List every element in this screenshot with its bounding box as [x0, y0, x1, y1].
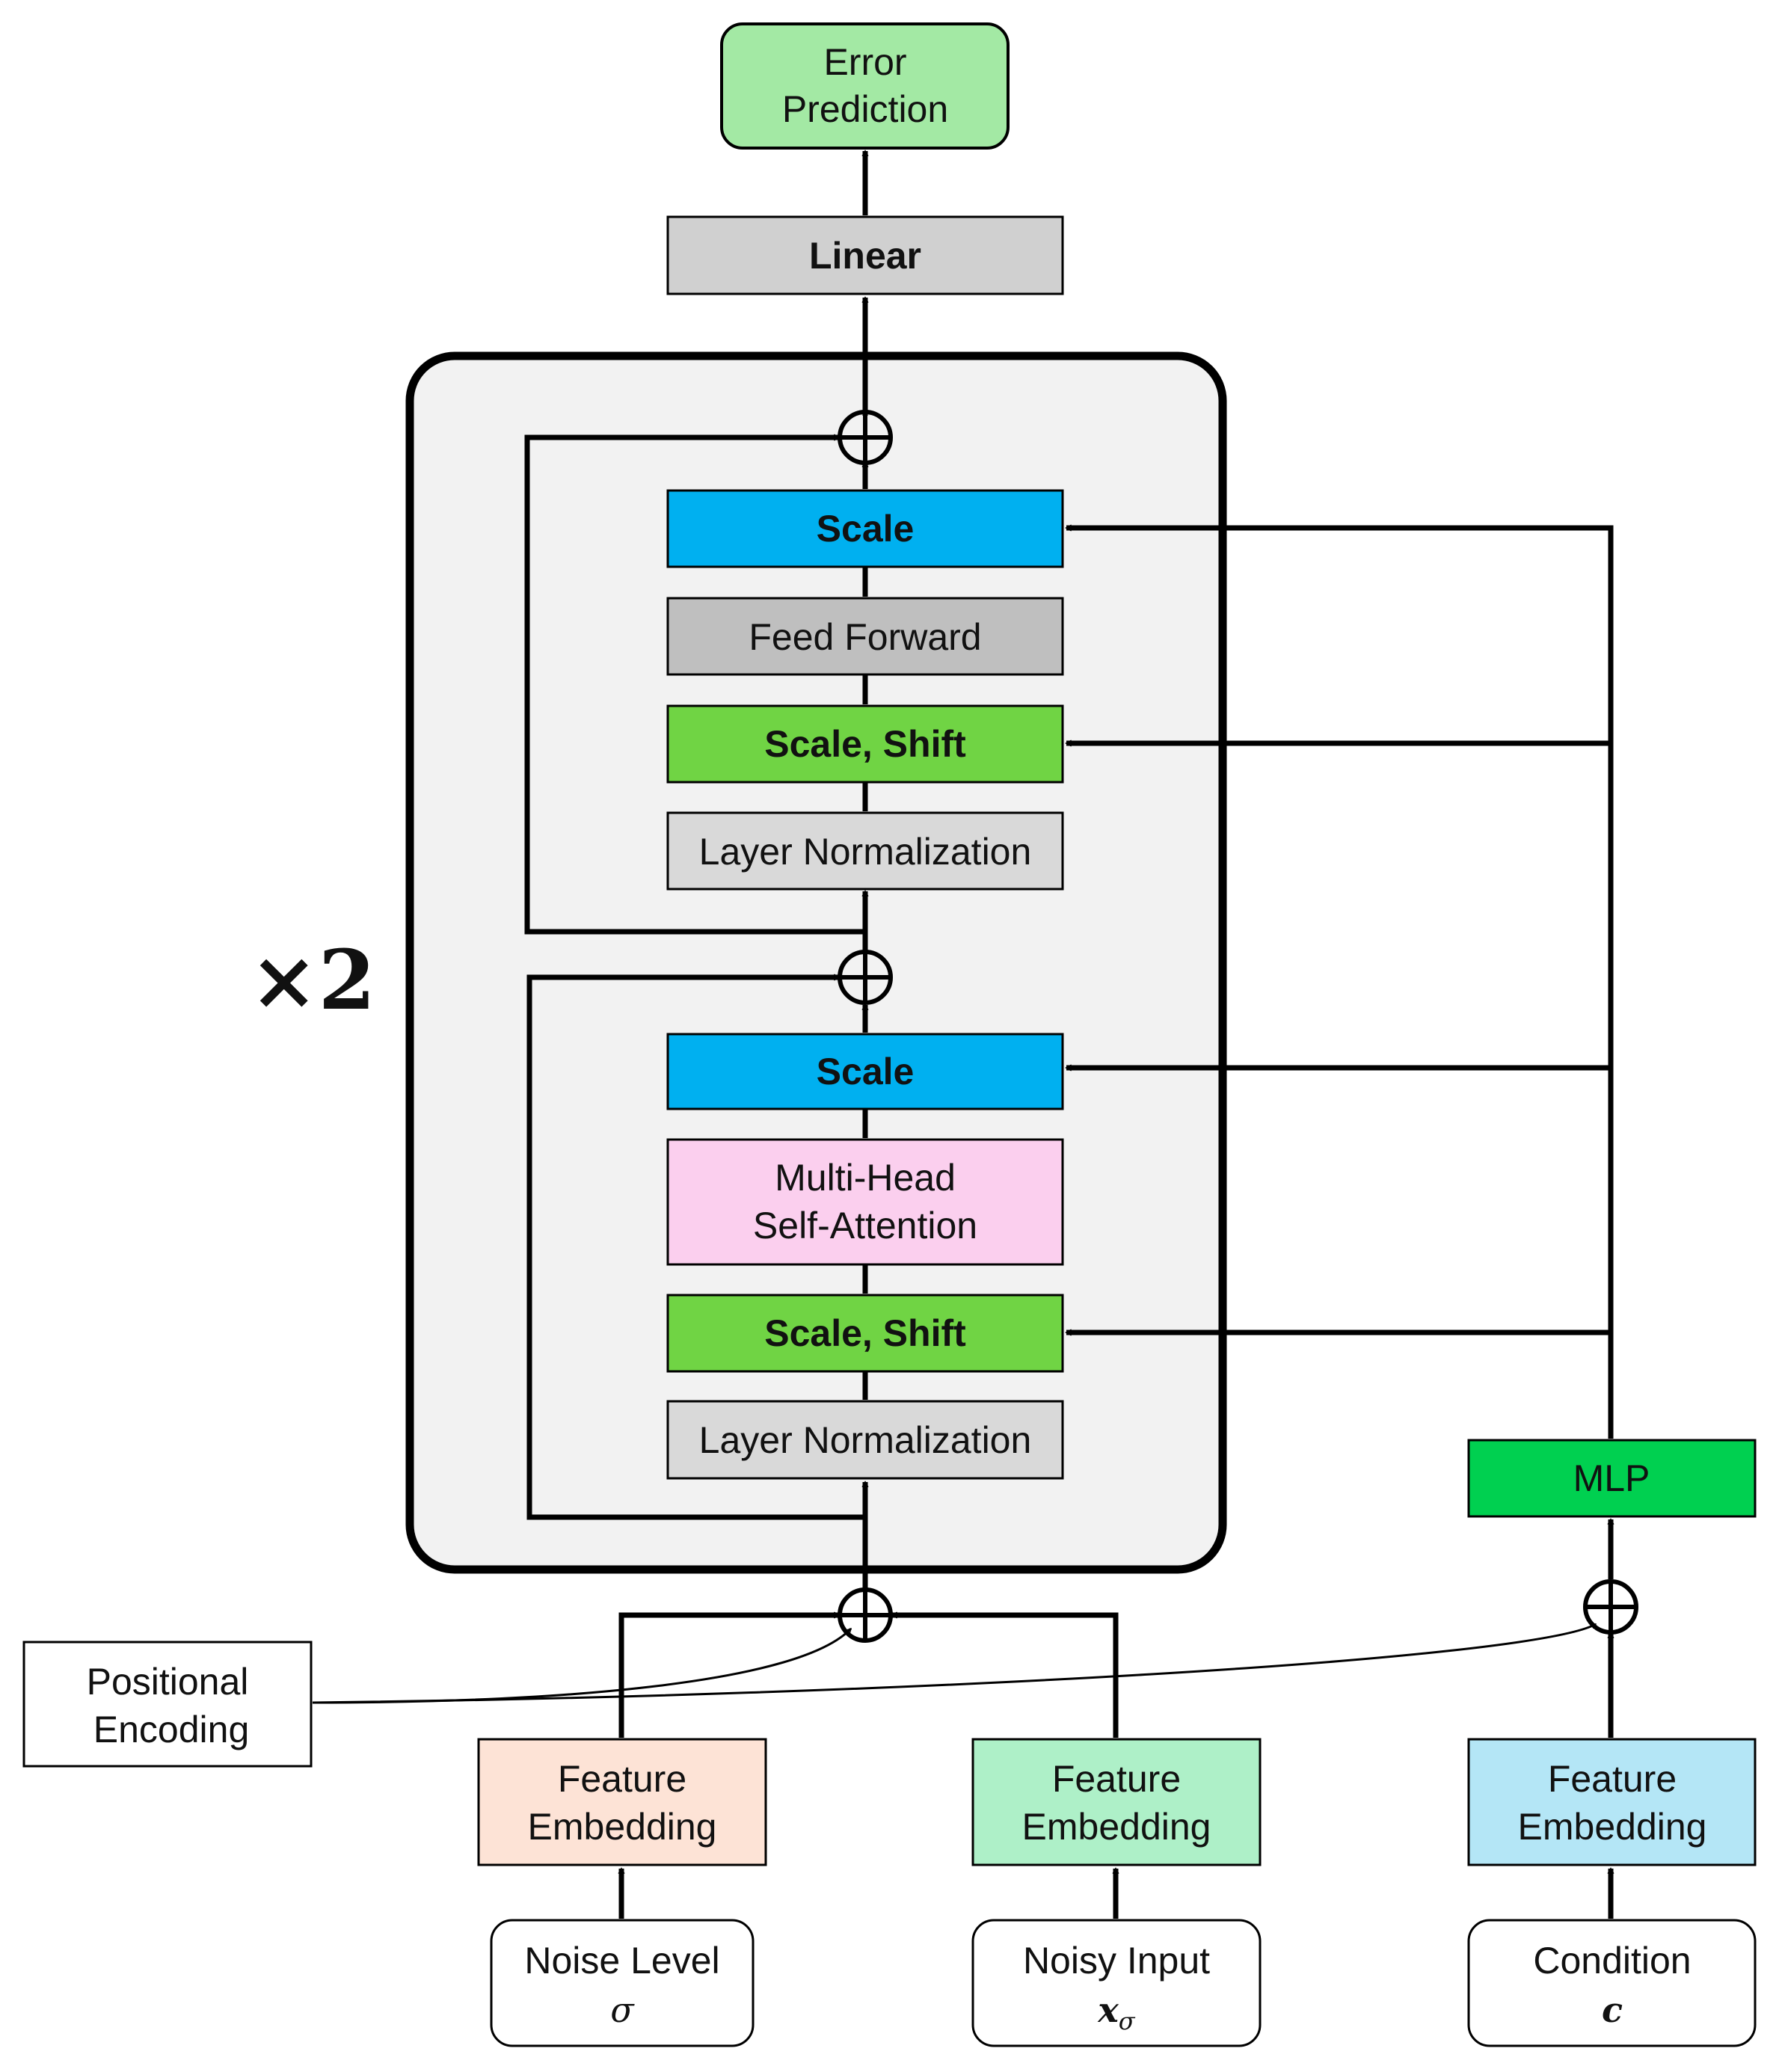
noise-level-embedding-shape: [477, 1738, 767, 1866]
error-prediction-label-line2: Prediction: [782, 88, 948, 130]
add-node-condition: [1583, 1579, 1638, 1635]
lower-layer-norm-shape: [666, 1400, 1064, 1480]
noise-level-embedding-box: Feature Embedding: [477, 1738, 767, 1866]
lower-scale-shift-label: Scale, Shift: [764, 1312, 966, 1354]
positional-encoding-label-line2: Encoding: [93, 1709, 250, 1750]
feed-forward-label: Feed Forward: [749, 616, 981, 658]
mlp-shape: [1467, 1439, 1757, 1518]
noise-level-input-box: Noise Level σ: [490, 1919, 755, 2047]
upper-scale-shift-label: Scale, Shift: [764, 723, 966, 765]
repeat-count-label: ×2: [250, 932, 376, 1028]
lower-scale-shift-box: Scale, Shift: [666, 1294, 1064, 1373]
noisy-input-input-label: Noisy Input: [1023, 1940, 1210, 1982]
arrow-noise-embedding-to-add: [618, 1615, 839, 1738]
attention-label-line2: Self-Attention: [753, 1205, 977, 1246]
noisy-input-embedding-box: Feature Embedding: [971, 1738, 1262, 1866]
residual-path-lower: [526, 977, 865, 1520]
lower-layer-norm-label: Layer Normalization: [699, 1419, 1032, 1461]
upper-scale-box: Scale: [666, 489, 1064, 568]
lower-scale-label: Scale: [817, 1051, 915, 1092]
connectors: [524, 151, 1614, 1919]
condition-input-label: Condition: [1533, 1940, 1691, 1982]
upper-layer-norm-shape: [666, 811, 1064, 891]
positional-encoding-label-line1: Positional: [87, 1661, 249, 1703]
upper-scale-shift-shape: [666, 704, 1064, 784]
lower-scale-shape: [666, 1033, 1064, 1110]
noise-level-embedding-label-line2: Embedding: [528, 1806, 717, 1848]
noisy-input-symbol: x: [1097, 1990, 1119, 2030]
lower-layer-norm-box: Layer Normalization: [666, 1400, 1064, 1480]
noisy-input-embedding-shape: [971, 1738, 1262, 1866]
condition-embedding-label-line2: Embedding: [1518, 1806, 1707, 1848]
condition-symbol: c: [1602, 1990, 1623, 2030]
noisy-input-symbol-subscript: σ: [1119, 2007, 1136, 2035]
noisy-input-symbol-group: xσ: [1097, 1990, 1135, 2035]
noise-level-input-label: Noise Level: [524, 1940, 719, 1982]
residual-path-upper: [524, 437, 865, 935]
noisy-input-embedding-label-line1: Feature: [1052, 1758, 1181, 1800]
error-prediction-shape: [720, 22, 1010, 150]
attention-box: Multi-Head Self-Attention: [666, 1138, 1064, 1266]
condition-input-box: Condition c: [1467, 1919, 1757, 2047]
lower-scale-box: Scale: [666, 1033, 1064, 1110]
noise-level-input-shape: [490, 1919, 755, 2047]
upper-scale-shift-box: Scale, Shift: [666, 704, 1064, 784]
linear-shape: [666, 215, 1064, 295]
upper-scale-shape: [666, 489, 1064, 568]
attention-label-line1: Multi-Head: [775, 1157, 956, 1199]
linear-label: Linear: [809, 235, 921, 277]
attention-shape: [666, 1138, 1064, 1266]
noisy-input-input-box: Noisy Input xσ: [971, 1919, 1262, 2047]
condition-embedding-label-line1: Feature: [1548, 1758, 1677, 1800]
add-node-upper: [838, 410, 893, 465]
upper-layer-norm-label: Layer Normalization: [699, 831, 1032, 873]
error-prediction-label-line1: Error: [823, 41, 906, 83]
arrow-input-embedding-to-add: [892, 1615, 1119, 1738]
arrow-positional-to-condition-add: [312, 1623, 1596, 1704]
condition-embedding-shape: [1467, 1738, 1757, 1866]
mlp-label: MLP: [1573, 1457, 1650, 1499]
feed-forward-box: Feed Forward: [666, 597, 1064, 676]
add-node-lower: [838, 950, 893, 1005]
arrow-mlp-to-upper-scale: [1066, 528, 1614, 531]
condition-embedding-box: Feature Embedding: [1467, 1738, 1757, 1866]
positional-encoding-box: Positional Encoding: [22, 1641, 313, 1768]
feed-forward-shape: [666, 597, 1064, 676]
noise-level-embedding-label-line1: Feature: [558, 1758, 686, 1800]
linear-box: Linear: [666, 215, 1064, 295]
condition-input-shape: [1467, 1919, 1757, 2047]
noisy-input-input-shape: [971, 1919, 1262, 2047]
noisy-input-embedding-label-line2: Embedding: [1022, 1806, 1211, 1848]
noise-level-symbol: σ: [610, 1990, 635, 2030]
upper-layer-norm-box: Layer Normalization: [666, 811, 1064, 891]
mlp-box: MLP: [1467, 1439, 1757, 1518]
lower-scale-shift-shape: [666, 1294, 1064, 1373]
add-node-input: [838, 1587, 893, 1643]
positional-encoding-shape: [22, 1641, 313, 1768]
upper-scale-label: Scale: [817, 508, 915, 550]
error-prediction-box: Error Prediction: [720, 22, 1010, 150]
positional-encoding-paths: [312, 1623, 1596, 1704]
